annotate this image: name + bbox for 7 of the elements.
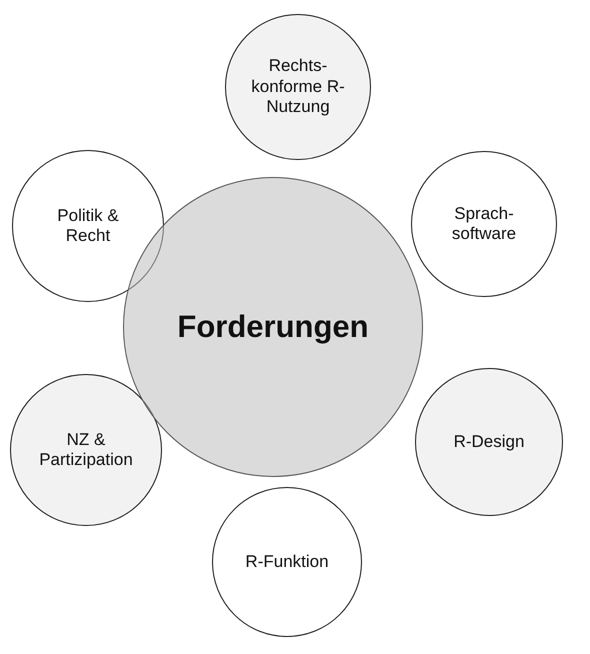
topic-label: Sprach- software	[450, 204, 518, 244]
topic-label: Rechts- konforme R-Nutzung	[250, 56, 346, 118]
topic-label: R-Funktion	[244, 552, 330, 572]
topic-label: R-Design	[452, 432, 526, 452]
topic-label: NZ & Partizipation	[38, 430, 134, 470]
topic-label: Politik & Recht	[56, 206, 120, 246]
central-label: Forderungen	[176, 308, 370, 346]
